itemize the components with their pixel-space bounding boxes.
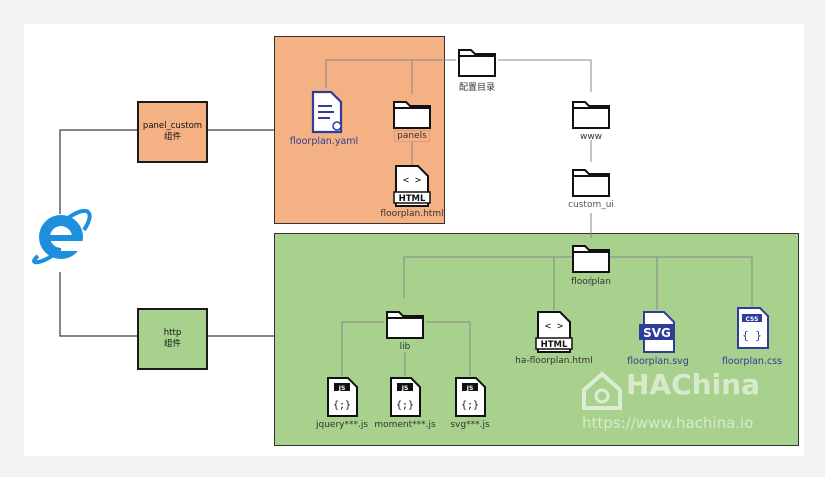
panel-custom-subtitle: 组件 [163, 132, 181, 142]
html-file-icon: < > HTML [393, 165, 431, 207]
folder-icon [458, 49, 496, 77]
http-subtitle: 组件 [163, 339, 181, 349]
folder-icon [572, 101, 610, 129]
js-badge-text: JS [466, 385, 474, 392]
html-badge-text: HTML [541, 340, 568, 350]
folder-icon [386, 311, 424, 339]
js-badge-text: JS [338, 385, 346, 392]
js-file-icon: JS {;} [327, 377, 358, 417]
floorplan-folder-label: floorplan [571, 277, 611, 287]
css-file-icon: CSS { } [737, 307, 769, 349]
custom-ui-folder-label: custom_ui [568, 200, 614, 210]
floorplan-yaml-label: floorplan.yaml [289, 136, 359, 147]
http-title: http [163, 328, 182, 338]
panels-folder-label: panels [394, 130, 430, 142]
watermark-url: https://www.hachina.io [582, 414, 754, 432]
http-node[interactable]: http 组件 [137, 308, 208, 370]
config-folder-label: 配置目录 [458, 83, 496, 93]
internet-explorer-icon [32, 208, 92, 265]
svg-text:{;}: {;} [333, 400, 351, 411]
html-file-icon: < > HTML [535, 311, 573, 353]
moment-js-label: moment***.js [374, 420, 436, 430]
diagram-canvas: panel_custom 组件 http 组件 配置目录 www custom_… [24, 24, 804, 456]
svg-file-icon: SVG [639, 311, 675, 353]
panel-custom-title: panel_custom [142, 121, 203, 131]
js-badge-text: JS [401, 385, 409, 392]
svg-text:{ }: { } [742, 329, 762, 342]
floorplan-svg-label: floorplan.svg [627, 356, 689, 367]
watermark-brand: HAChina [626, 368, 761, 401]
html-badge-text: HTML [399, 194, 426, 204]
svg-text:< >: < > [545, 321, 563, 332]
document-icon [311, 90, 343, 134]
floorplan-html-label: floorplan.html [380, 209, 444, 219]
panel-custom-node[interactable]: panel_custom 组件 [137, 101, 208, 163]
connector-lines [59, 59, 753, 376]
lib-folder-label: lib [399, 342, 411, 352]
svg-text:{;}: {;} [461, 400, 479, 411]
folder-icon [572, 245, 610, 273]
ha-floorplan-html-label: ha-floorplan.html [515, 356, 593, 366]
jquery-js-label: jquery***.js [315, 420, 369, 430]
svg-text:< >: < > [403, 175, 421, 186]
js-file-icon: JS {;} [390, 377, 421, 417]
floorplan-css-label: floorplan.css [721, 356, 783, 367]
svg-js-label: svg***.js [450, 420, 490, 430]
svg-text:{;}: {;} [396, 400, 414, 411]
css-badge-text: CSS [746, 316, 759, 323]
svg-badge-text: SVG [643, 326, 671, 340]
www-folder-label: www [579, 132, 603, 142]
folder-icon [572, 169, 610, 197]
hachina-logo-icon [582, 371, 622, 410]
js-file-icon: JS {;} [455, 377, 486, 417]
folder-icon [393, 101, 431, 129]
